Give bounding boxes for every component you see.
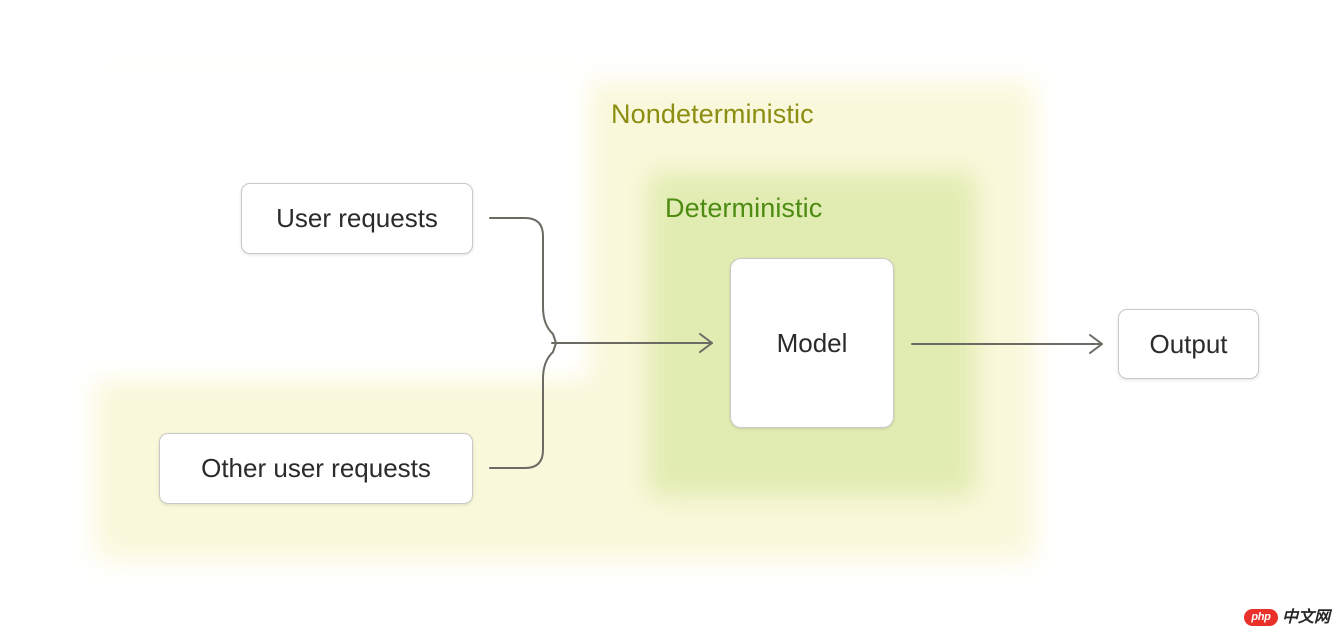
node-user-requests-label: User requests	[276, 203, 438, 233]
node-other-user-requests-label: Other user requests	[201, 453, 431, 483]
watermark: php 中文网	[1243, 608, 1330, 626]
arrowhead-into-output	[1089, 334, 1103, 354]
node-output-label: Output	[1149, 328, 1228, 359]
watermark-text: 中文网	[1281, 608, 1330, 626]
node-model[interactable]: Model	[730, 258, 894, 428]
node-other-user-requests[interactable]: Other user requests	[159, 433, 473, 504]
region-label-nondeterministic: Nondeterministic	[611, 99, 814, 129]
node-user-requests[interactable]: User requests	[241, 183, 473, 254]
node-model-label: Model	[776, 327, 848, 358]
watermark-php-badge: php	[1243, 609, 1278, 626]
region-label-deterministic: Deterministic	[665, 193, 823, 223]
node-output[interactable]: Output	[1118, 309, 1259, 379]
